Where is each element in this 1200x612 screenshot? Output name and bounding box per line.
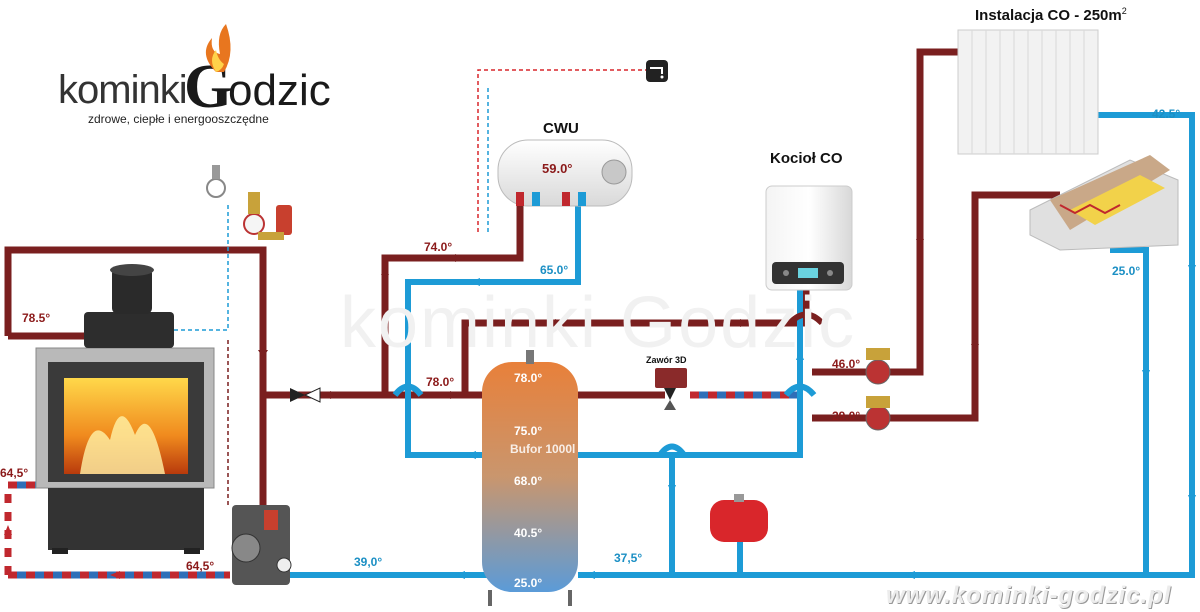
valve-3d-title: Zawór 3D xyxy=(646,355,687,365)
cwu-hot-sensor xyxy=(477,69,650,232)
expansion-vessel-body xyxy=(710,500,768,542)
fireplace-base xyxy=(48,488,204,550)
cwu-tank xyxy=(497,139,633,207)
installation-title-sup: 2 xyxy=(1121,6,1127,16)
gas-boiler xyxy=(765,185,853,291)
three-way-valve-left xyxy=(290,387,321,403)
logo-text-left: kominki xyxy=(58,68,188,112)
cwu-title: CWU xyxy=(543,120,579,137)
logo-text-right: odzic xyxy=(228,66,331,115)
flame-icon xyxy=(80,416,165,474)
faucet-icon xyxy=(646,60,668,82)
valve-actuator-icon xyxy=(655,368,687,388)
radiator-pump-icon xyxy=(865,359,891,385)
fireplace-return-left xyxy=(4,481,40,575)
temp-fireplace-left: 64,5° xyxy=(0,466,29,480)
boiler-title: Kocioł CO xyxy=(770,150,843,167)
buffer-temp-2: 75.0° xyxy=(514,424,543,438)
temp-pump-bottom: 29.0° xyxy=(832,409,861,423)
boiler-pipe xyxy=(461,290,810,395)
floor-heating xyxy=(1029,155,1179,251)
temp-pump-top: 46.0° xyxy=(832,357,861,371)
temp-fireplace-top: 78.5° xyxy=(22,311,51,325)
floor-return-pipe xyxy=(1110,247,1149,575)
pump-group xyxy=(231,505,292,585)
radiator xyxy=(957,29,1099,155)
safety-group xyxy=(206,165,292,240)
buffer-temp-1: 78.0° xyxy=(514,371,543,385)
installation-title: Instalacja CO - 250m2 xyxy=(975,6,1127,24)
three-d-valve xyxy=(655,368,687,410)
temp-cwu-tank: 59.0° xyxy=(542,161,573,176)
brand-logo: kominki G odzic zdrowe, ciepłe i energoo… xyxy=(58,24,358,132)
circulation-pumps xyxy=(865,348,891,431)
cwu-supply-pipe xyxy=(381,200,524,395)
floor-pipes-area xyxy=(1070,175,1165,225)
buffer-temp-3: 68.0° xyxy=(514,474,543,488)
buffer-tank xyxy=(482,350,578,606)
temp-radiator-return: 42.5° xyxy=(1152,107,1181,121)
cold-pipes xyxy=(290,112,1195,578)
website-link[interactable]: www.kominki-godzic.pl xyxy=(886,582,1172,609)
radiator-return-pipe xyxy=(578,112,1195,578)
temp-cwu-return: 65.0° xyxy=(540,263,569,277)
fireplace-pump-icon xyxy=(231,533,261,563)
logo-tagline: zdrowe, ciepłe i energooszczędne xyxy=(88,112,269,126)
buffer-name: Bufor 1000l xyxy=(510,442,576,456)
installation-title-text: Instalacja CO - 250m xyxy=(975,7,1122,24)
floor-supply-pipe xyxy=(812,191,1060,422)
buffer-temp-4: 40.5° xyxy=(514,526,543,540)
cwu-return-to-buffer xyxy=(405,395,490,458)
floor-pump-icon xyxy=(865,405,891,431)
temp-return-main: 39,0° xyxy=(354,555,383,569)
cwu-return-pipe xyxy=(405,200,581,395)
fireplace xyxy=(35,264,215,554)
fireplace-supply-pipe xyxy=(4,246,267,505)
thermostat-line xyxy=(172,205,229,331)
temp-supply-main: 78.0° xyxy=(426,375,455,389)
flow-arrows xyxy=(4,230,1196,579)
air-vent-icon xyxy=(248,192,260,214)
thermostat-coil-icon xyxy=(206,178,226,198)
temp-fireplace-bottom: 64,5° xyxy=(186,559,215,573)
temp-floor-return: 25.0° xyxy=(1112,264,1141,278)
sensor-lines xyxy=(172,69,650,505)
temp-cwu-supply: 74.0° xyxy=(424,240,453,254)
buffer-body xyxy=(482,362,578,592)
temp-return-right: 37,5° xyxy=(614,551,643,565)
crossovers xyxy=(392,311,825,457)
watermark: kominki Godzic xyxy=(340,283,857,363)
chimney-pipe xyxy=(112,268,152,314)
buffer-temp-5: 25.0° xyxy=(514,576,543,590)
expansion-vessel xyxy=(710,494,768,542)
logo-flame-icon xyxy=(205,24,231,72)
fireplace-water-jacket xyxy=(84,312,174,348)
pressure-gauge-icon xyxy=(243,213,265,235)
boiler-return-pipe xyxy=(578,290,803,458)
safety-valve-icon xyxy=(276,205,292,235)
